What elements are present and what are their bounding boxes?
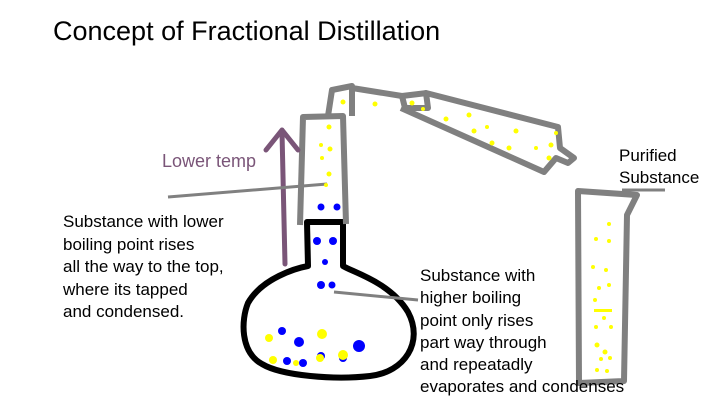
lower-boiling-point-description: Substance with lower boiling point rises… — [63, 212, 224, 321]
receiving-tube — [575, 188, 640, 386]
round-bottom-flask — [240, 219, 417, 381]
higher-boiling-point-description: Substance with higher boiling point only… — [420, 266, 625, 397]
pointer-line-lower-temp — [167, 182, 328, 199]
condenser — [399, 90, 577, 175]
lower-temp-label: Lower temp — [162, 151, 257, 171]
high-bp-particles — [278, 203, 365, 367]
diagram-title: Concept of Fractional Distillation — [53, 16, 441, 46]
purified-substance-label: Purified Substance — [619, 146, 700, 187]
fractionating-column — [297, 113, 349, 226]
pointer-line-higher-bp — [333, 290, 419, 302]
temperature-arrow — [263, 127, 301, 267]
low-bp-particles — [265, 99, 613, 373]
